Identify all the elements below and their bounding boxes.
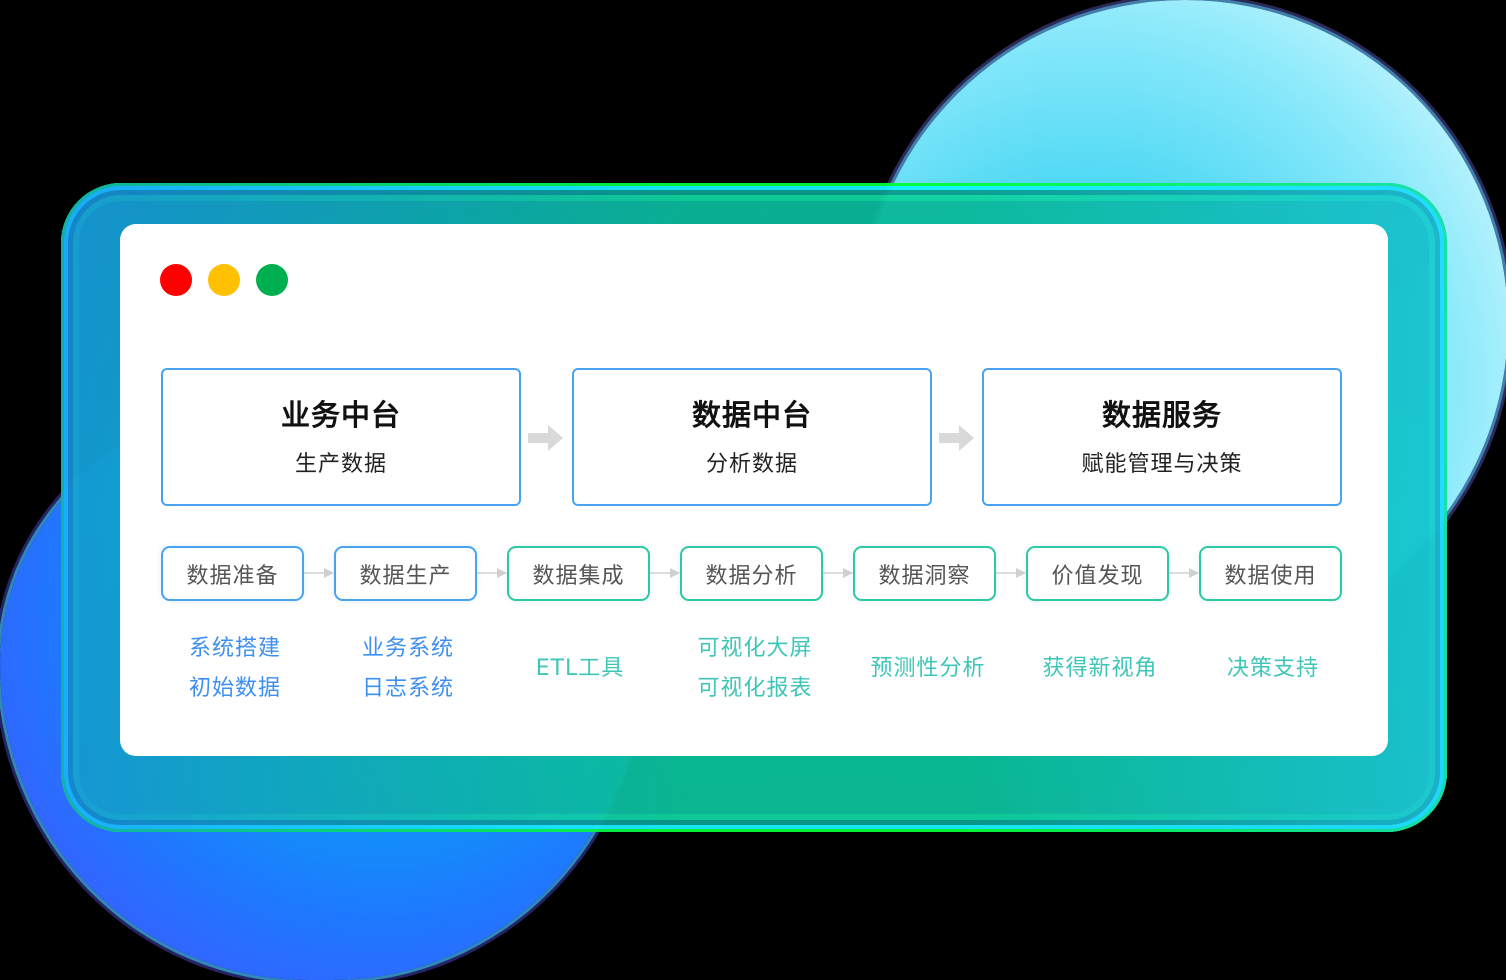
detail-item: 日志系统 <box>361 676 454 701</box>
minimize-dot-icon[interactable] <box>208 264 240 296</box>
tier-subtitle: 赋能管理与决策 <box>1081 452 1243 477</box>
arrow-right-icon <box>996 568 1026 578</box>
step-data-analysis: 数据分析 <box>680 546 823 601</box>
close-dot-icon[interactable] <box>160 264 192 296</box>
tier-box-data-service: 数据服务 赋能管理与决策 <box>982 368 1342 506</box>
step-value-discovery: 价值发现 <box>1026 546 1169 601</box>
step-details: 决策支持 <box>1183 624 1363 714</box>
tier-box-data-platform: 数据中台 分析数据 <box>572 368 932 506</box>
step-data-prep: 数据准备 <box>161 546 304 601</box>
diagram-window: 业务中台 生产数据 数据中台 分析数据 数据服务 赋能管理与决策 数据准备 数据… <box>120 224 1388 756</box>
tier-title: 数据中台 <box>691 398 812 432</box>
step-details: ETL工具 <box>490 624 670 714</box>
detail-item: 可视化报表 <box>697 676 813 701</box>
step-data-production: 数据生产 <box>334 546 477 601</box>
arrow-right-icon <box>304 568 334 578</box>
arrow-right-icon <box>823 568 853 578</box>
detail-item: 决策支持 <box>1226 656 1319 681</box>
detail-item: 业务系统 <box>361 636 454 661</box>
tier-title: 数据服务 <box>1101 398 1222 432</box>
step-details: 业务系统 日志系统 <box>318 624 498 714</box>
detail-item: ETL工具 <box>535 656 625 681</box>
tier-title: 业务中台 <box>280 398 401 432</box>
step-details: 预测性分析 <box>838 624 1018 714</box>
arrow-right-icon <box>939 425 974 451</box>
step-data-usage: 数据使用 <box>1199 546 1342 601</box>
step-data-insight: 数据洞察 <box>853 546 996 601</box>
detail-item: 可视化大屏 <box>697 636 813 661</box>
arrow-right-icon <box>477 568 507 578</box>
tier-subtitle: 生产数据 <box>294 452 387 477</box>
detail-item: 预测性分析 <box>870 656 986 681</box>
window-controls <box>160 264 288 296</box>
tier-subtitle: 分析数据 <box>705 452 798 477</box>
arrow-right-icon <box>650 568 680 578</box>
detail-item: 初始数据 <box>188 676 281 701</box>
tier-box-business: 业务中台 生产数据 <box>161 368 521 506</box>
detail-item: 系统搭建 <box>188 636 281 661</box>
maximize-dot-icon[interactable] <box>256 264 288 296</box>
arrow-right-icon <box>1169 568 1199 578</box>
step-data-integration: 数据集成 <box>507 546 650 601</box>
arrow-right-icon <box>528 425 563 451</box>
step-details: 获得新视角 <box>1010 624 1190 714</box>
detail-item: 获得新视角 <box>1042 656 1158 681</box>
step-details: 可视化大屏 可视化报表 <box>665 624 845 714</box>
step-details: 系统搭建 初始数据 <box>145 624 325 714</box>
